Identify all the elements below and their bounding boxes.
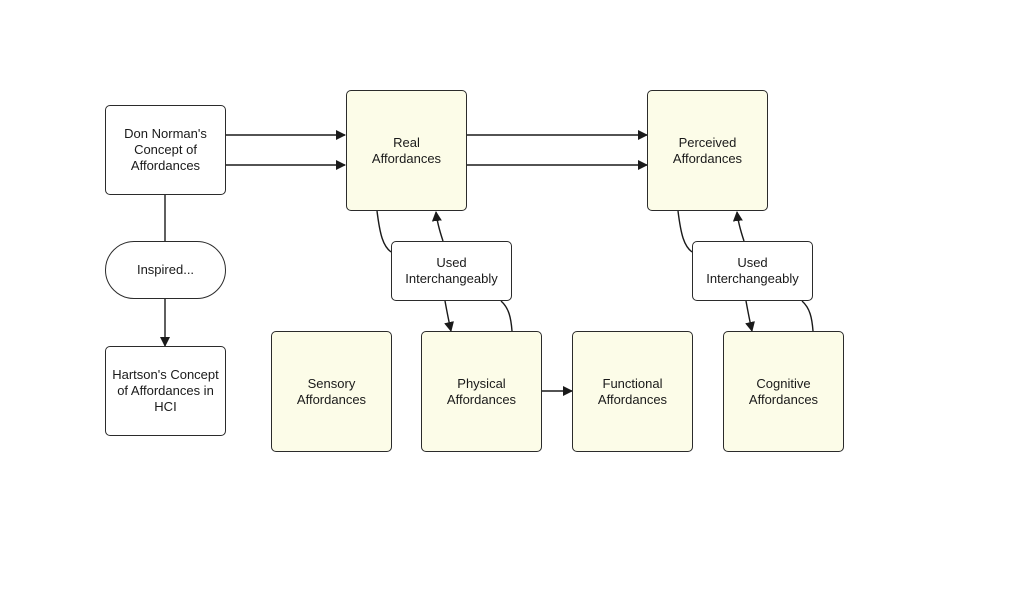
node-used-right: Used Interchangeably (692, 241, 813, 301)
node-perceived: Perceived Affordances (647, 90, 768, 211)
node-physical: Physical Affordances (421, 331, 542, 452)
edge-usedleft-physical-arrow (444, 300, 454, 332)
edge-usedleft-real-arrow (431, 211, 444, 242)
node-inspired: Inspired... (105, 241, 226, 299)
node-hartson: Hartson's Concept of Affordances in HCI (105, 346, 226, 436)
node-real: Real Affordances (346, 90, 467, 211)
node-functional: Functional Affordances (572, 331, 693, 452)
node-used-left: Used Interchangeably (391, 241, 512, 301)
node-norman: Don Norman's Concept of Affordances (105, 105, 226, 195)
edge-physical-usedleft-curve (500, 300, 513, 332)
edge-usedright-cognitive-arrow (745, 300, 755, 332)
edge-usedright-perceived-arrow (732, 211, 745, 242)
node-cognitive: Cognitive Affordances (723, 331, 844, 452)
node-sensory: Sensory Affordances (271, 331, 392, 452)
edge-real-usedleft-curve (376, 210, 392, 253)
edge-cognitive-usedright-curve (801, 300, 814, 332)
edge-perceived-usedright-curve (677, 210, 693, 253)
